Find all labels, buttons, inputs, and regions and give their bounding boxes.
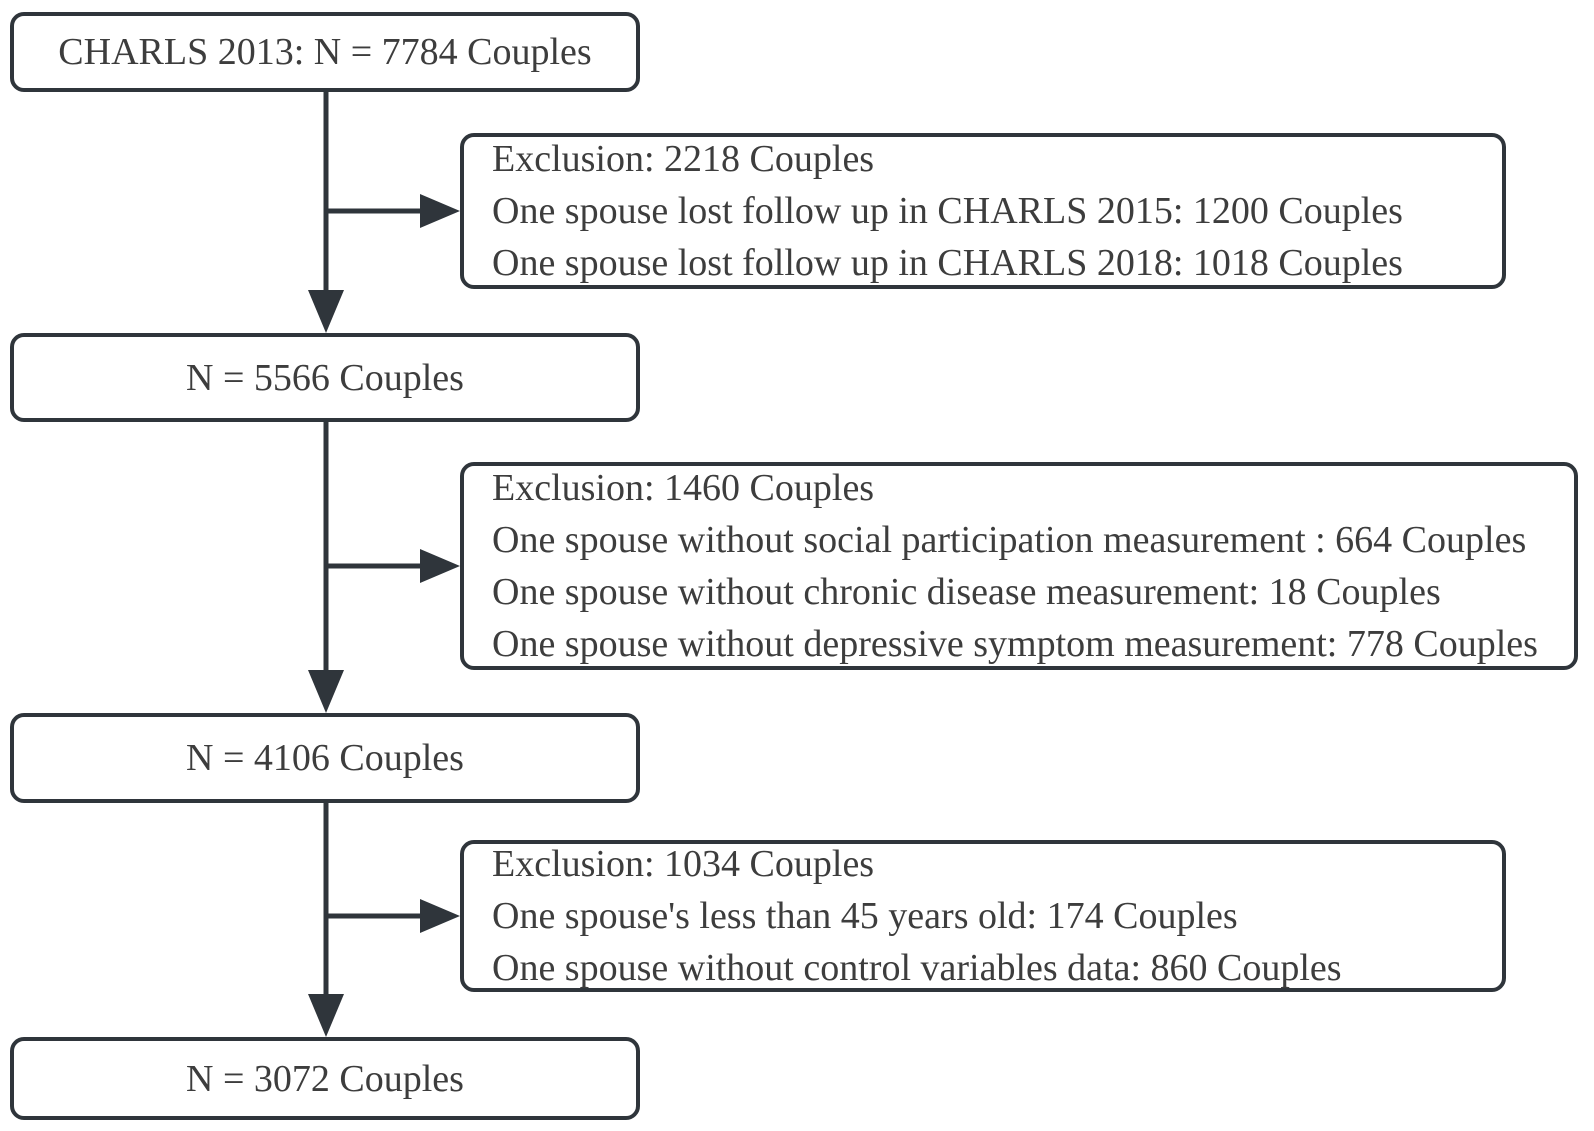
flow-node-exclusion-1: Exclusion: 2218 Couples One spouse lost …: [460, 133, 1506, 289]
exclusion-3-line: Exclusion: 1034 Couples: [492, 843, 875, 885]
exclusion-1-line: One spouse lost follow up in CHARLS 2015…: [492, 190, 1403, 232]
arrow-branch-3: [326, 899, 460, 933]
arrow-branch-2: [326, 549, 460, 583]
flow-node-step-2-label: N = 5566 Couples: [186, 356, 464, 399]
flow-node-start-label: CHARLS 2013: N = 7784 Couples: [58, 31, 592, 73]
flow-node-exclusion-2: Exclusion: 1460 Couples One spouse witho…: [460, 462, 1578, 670]
exclusion-3-line: One spouse without control variables dat…: [492, 947, 1342, 989]
exclusion-1-line: One spouse lost follow up in CHARLS 2018…: [492, 242, 1403, 284]
exclusion-3-line: One spouse's less than 45 years old: 174…: [492, 895, 1238, 937]
flow-node-final-label: N = 3072 Couples: [186, 1057, 464, 1100]
arrow-down-2: [308, 422, 344, 713]
exclusion-1-line: Exclusion: 2218 Couples: [492, 138, 875, 180]
arrowhead-right-icon: [420, 194, 460, 228]
exclusion-2-line: One spouse without chronic disease measu…: [492, 571, 1441, 613]
exclusion-2-line: One spouse without social participation …: [492, 519, 1527, 561]
arrowhead-down-icon: [308, 290, 344, 333]
flow-node-step-3: N = 4106 Couples: [10, 713, 640, 803]
arrowhead-right-icon: [420, 549, 460, 583]
flow-node-step-2: N = 5566 Couples: [10, 333, 640, 422]
arrow-down-3: [308, 803, 344, 1037]
exclusion-2-line: One spouse without depressive symptom me…: [492, 623, 1538, 665]
flow-node-exclusion-3: Exclusion: 1034 Couples One spouse's les…: [460, 840, 1506, 992]
arrowhead-down-icon: [308, 994, 344, 1037]
exclusion-2-line: Exclusion: 1460 Couples: [492, 467, 875, 509]
arrowhead-right-icon: [420, 899, 460, 933]
arrow-down-1: [308, 92, 344, 333]
arrowhead-down-icon: [308, 670, 344, 713]
arrow-branch-1: [326, 194, 460, 228]
flow-node-final: N = 3072 Couples: [10, 1037, 640, 1120]
flow-node-start: CHARLS 2013: N = 7784 Couples: [10, 12, 640, 92]
flow-node-step-3-label: N = 4106 Couples: [186, 737, 464, 779]
